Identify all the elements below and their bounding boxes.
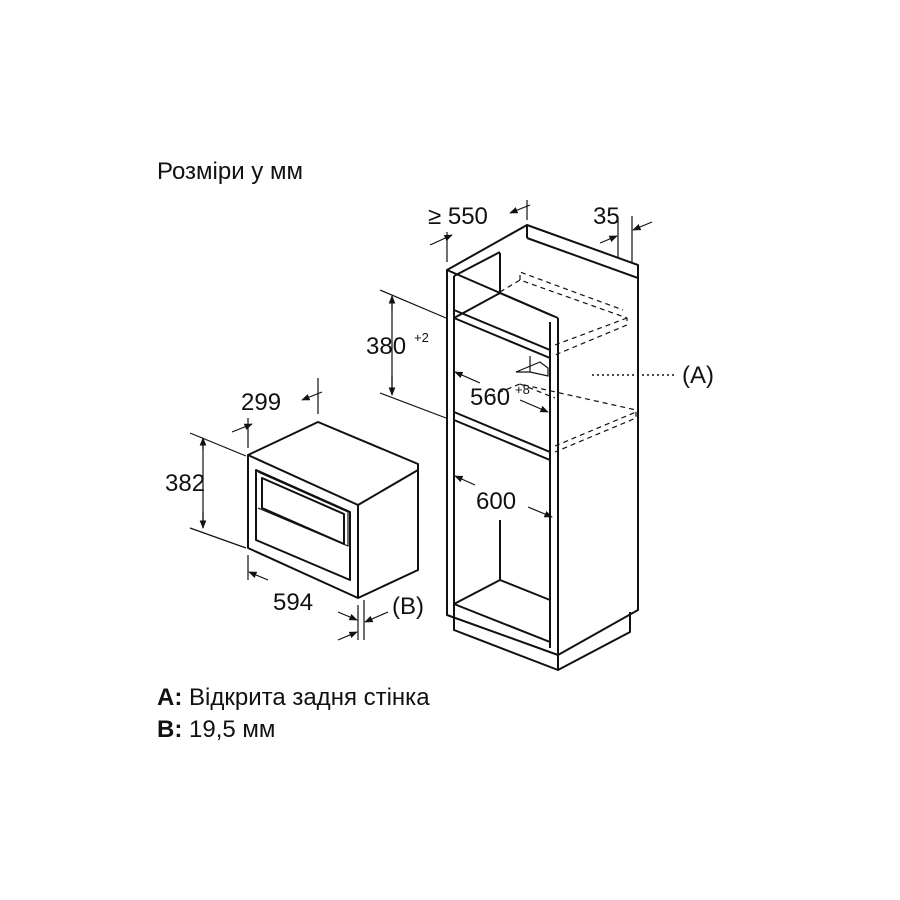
niche-width-tolerance: +8: [515, 382, 530, 397]
depth-min-label: ≥ 550: [428, 203, 488, 230]
niche-height-tolerance: +2: [414, 330, 429, 345]
cabinet-depth-dimension: 600: [454, 475, 553, 518]
legend-b-text: 19,5 мм: [182, 716, 275, 743]
device-height-dimension: 382: [165, 432, 247, 549]
niche-height-label: 380: [366, 333, 406, 360]
niche-width-label: 560: [470, 384, 510, 411]
legend-b: B: 19,5 мм: [157, 716, 275, 743]
niche-width-dimension: 560 +8: [454, 371, 549, 413]
cabinet-depth-label: 600: [476, 488, 516, 515]
device-height-label: 382: [165, 470, 205, 497]
side-gap-label: 35: [593, 203, 620, 230]
legend-a-text: Відкрита задня стінка: [182, 684, 430, 711]
tall-cabinet: [446, 224, 639, 671]
device-width-dimension: 594: [247, 555, 359, 640]
legend-a-key: A:: [157, 684, 182, 711]
legend-b-key: B:: [157, 716, 182, 743]
open-back-callout: (A): [592, 362, 714, 389]
side-gap-dimension: 35: [593, 203, 653, 262]
device-depth-label: 299: [241, 389, 281, 416]
legend: A: Відкрита задня стінка B: 19,5 мм: [157, 684, 430, 743]
hidden-edges: [489, 271, 637, 453]
legend-a: A: Відкрита задня стінка: [157, 684, 430, 711]
niche-height-dimension: 380 +2: [366, 289, 447, 419]
device-front-label: (B): [392, 593, 424, 620]
built-in-appliance: [247, 421, 419, 599]
depth-min-dimension: ≥ 550: [428, 200, 531, 262]
open-back-label: (A): [682, 362, 714, 389]
device-depth-dimension: 299: [231, 378, 323, 448]
device-width-label: 594: [273, 589, 313, 616]
page-title: Розміри у мм: [157, 158, 303, 185]
device-front-dimension: (B): [337, 593, 424, 641]
